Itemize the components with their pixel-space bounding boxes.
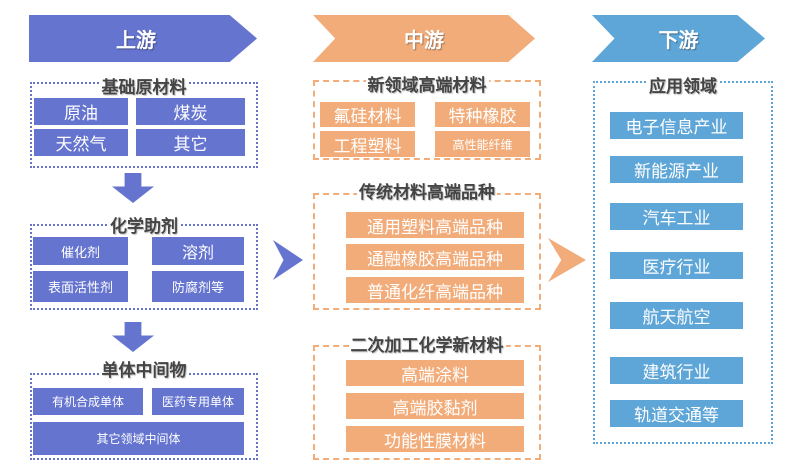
item-construction: 建筑行业 xyxy=(610,357,743,384)
item-new-energy: 新能源产业 xyxy=(610,156,743,183)
right-arrow-icon xyxy=(548,238,586,282)
item-high-performance-fiber: 高性能纤维 xyxy=(435,131,530,157)
item-general-fiber: 普通化纤高端品种 xyxy=(346,277,524,303)
item-preservative: 防腐剂等 xyxy=(152,271,244,302)
item-general-plastics: 通用塑料高端品种 xyxy=(346,212,524,238)
item-natural-gas: 天然气 xyxy=(34,129,128,156)
group-title: 传统材料高端品种 xyxy=(357,183,497,203)
upstream-header-label: 上游 xyxy=(116,28,156,52)
item-pharma-monomer: 医药专用单体 xyxy=(152,388,244,415)
item-high-end-coatings: 高端涂料 xyxy=(346,360,524,386)
midstream-group-new-high-end-materials: 新领域高端材料 xyxy=(313,76,541,160)
upstream-header: 上游 xyxy=(29,15,257,62)
item-crude-oil: 原油 xyxy=(34,98,128,125)
group-title: 二次加工化学新材料 xyxy=(348,336,506,356)
group-title: 应用领域 xyxy=(647,77,719,97)
item-coal: 煤炭 xyxy=(136,98,245,125)
item-general-rubber: 通融橡胶高端品种 xyxy=(346,244,524,270)
upstream-group-raw-materials: 基础原材料 xyxy=(30,78,258,168)
group-title: 化学助剂 xyxy=(108,217,180,237)
item-rail-transit: 轨道交通等 xyxy=(610,400,743,427)
item-automotive: 汽车工业 xyxy=(610,203,743,230)
group-title: 单体中间物 xyxy=(99,361,189,381)
item-catalyst: 催化剂 xyxy=(33,237,128,265)
right-arrow-icon xyxy=(273,240,303,280)
item-special-rubber: 特种橡胶 xyxy=(435,102,530,127)
item-high-end-adhesives: 高端胶黏剂 xyxy=(346,393,524,419)
item-functional-membranes: 功能性膜材料 xyxy=(346,426,524,452)
item-solvent: 溶剂 xyxy=(152,237,244,265)
item-aerospace: 航天航空 xyxy=(610,302,743,329)
item-fluorosilicone: 氟硅材料 xyxy=(320,102,415,127)
down-arrow-icon xyxy=(112,322,154,352)
item-other: 其它 xyxy=(136,129,245,156)
item-engineering-plastics: 工程塑料 xyxy=(320,131,415,157)
item-medical: 医疗行业 xyxy=(610,252,743,279)
item-electronics: 电子信息产业 xyxy=(610,112,743,139)
item-other-intermediates: 其它领域中间体 xyxy=(33,422,244,455)
item-organic-monomer: 有机合成单体 xyxy=(33,388,143,415)
group-title: 新领域高端材料 xyxy=(365,76,489,96)
midstream-group-secondary-processing: 二次加工化学新材料 xyxy=(313,336,541,460)
downstream-header: 下游 xyxy=(592,15,765,62)
upstream-group-chemical-additives: 化学助剂 xyxy=(30,217,258,310)
item-surfactant: 表面活性剂 xyxy=(33,271,128,302)
midstream-group-traditional-high-end: 传统材料高端品种 xyxy=(313,183,541,310)
down-arrow-icon xyxy=(112,173,154,203)
upstream-group-monomer-intermediates: 单体中间物 xyxy=(30,361,258,460)
midstream-header: 中游 xyxy=(313,15,535,62)
downstream-group-applications: 应用领域 xyxy=(593,77,773,444)
downstream-header-label: 下游 xyxy=(658,28,699,52)
midstream-header-label: 中游 xyxy=(404,28,444,52)
group-title: 基础原材料 xyxy=(99,78,189,98)
